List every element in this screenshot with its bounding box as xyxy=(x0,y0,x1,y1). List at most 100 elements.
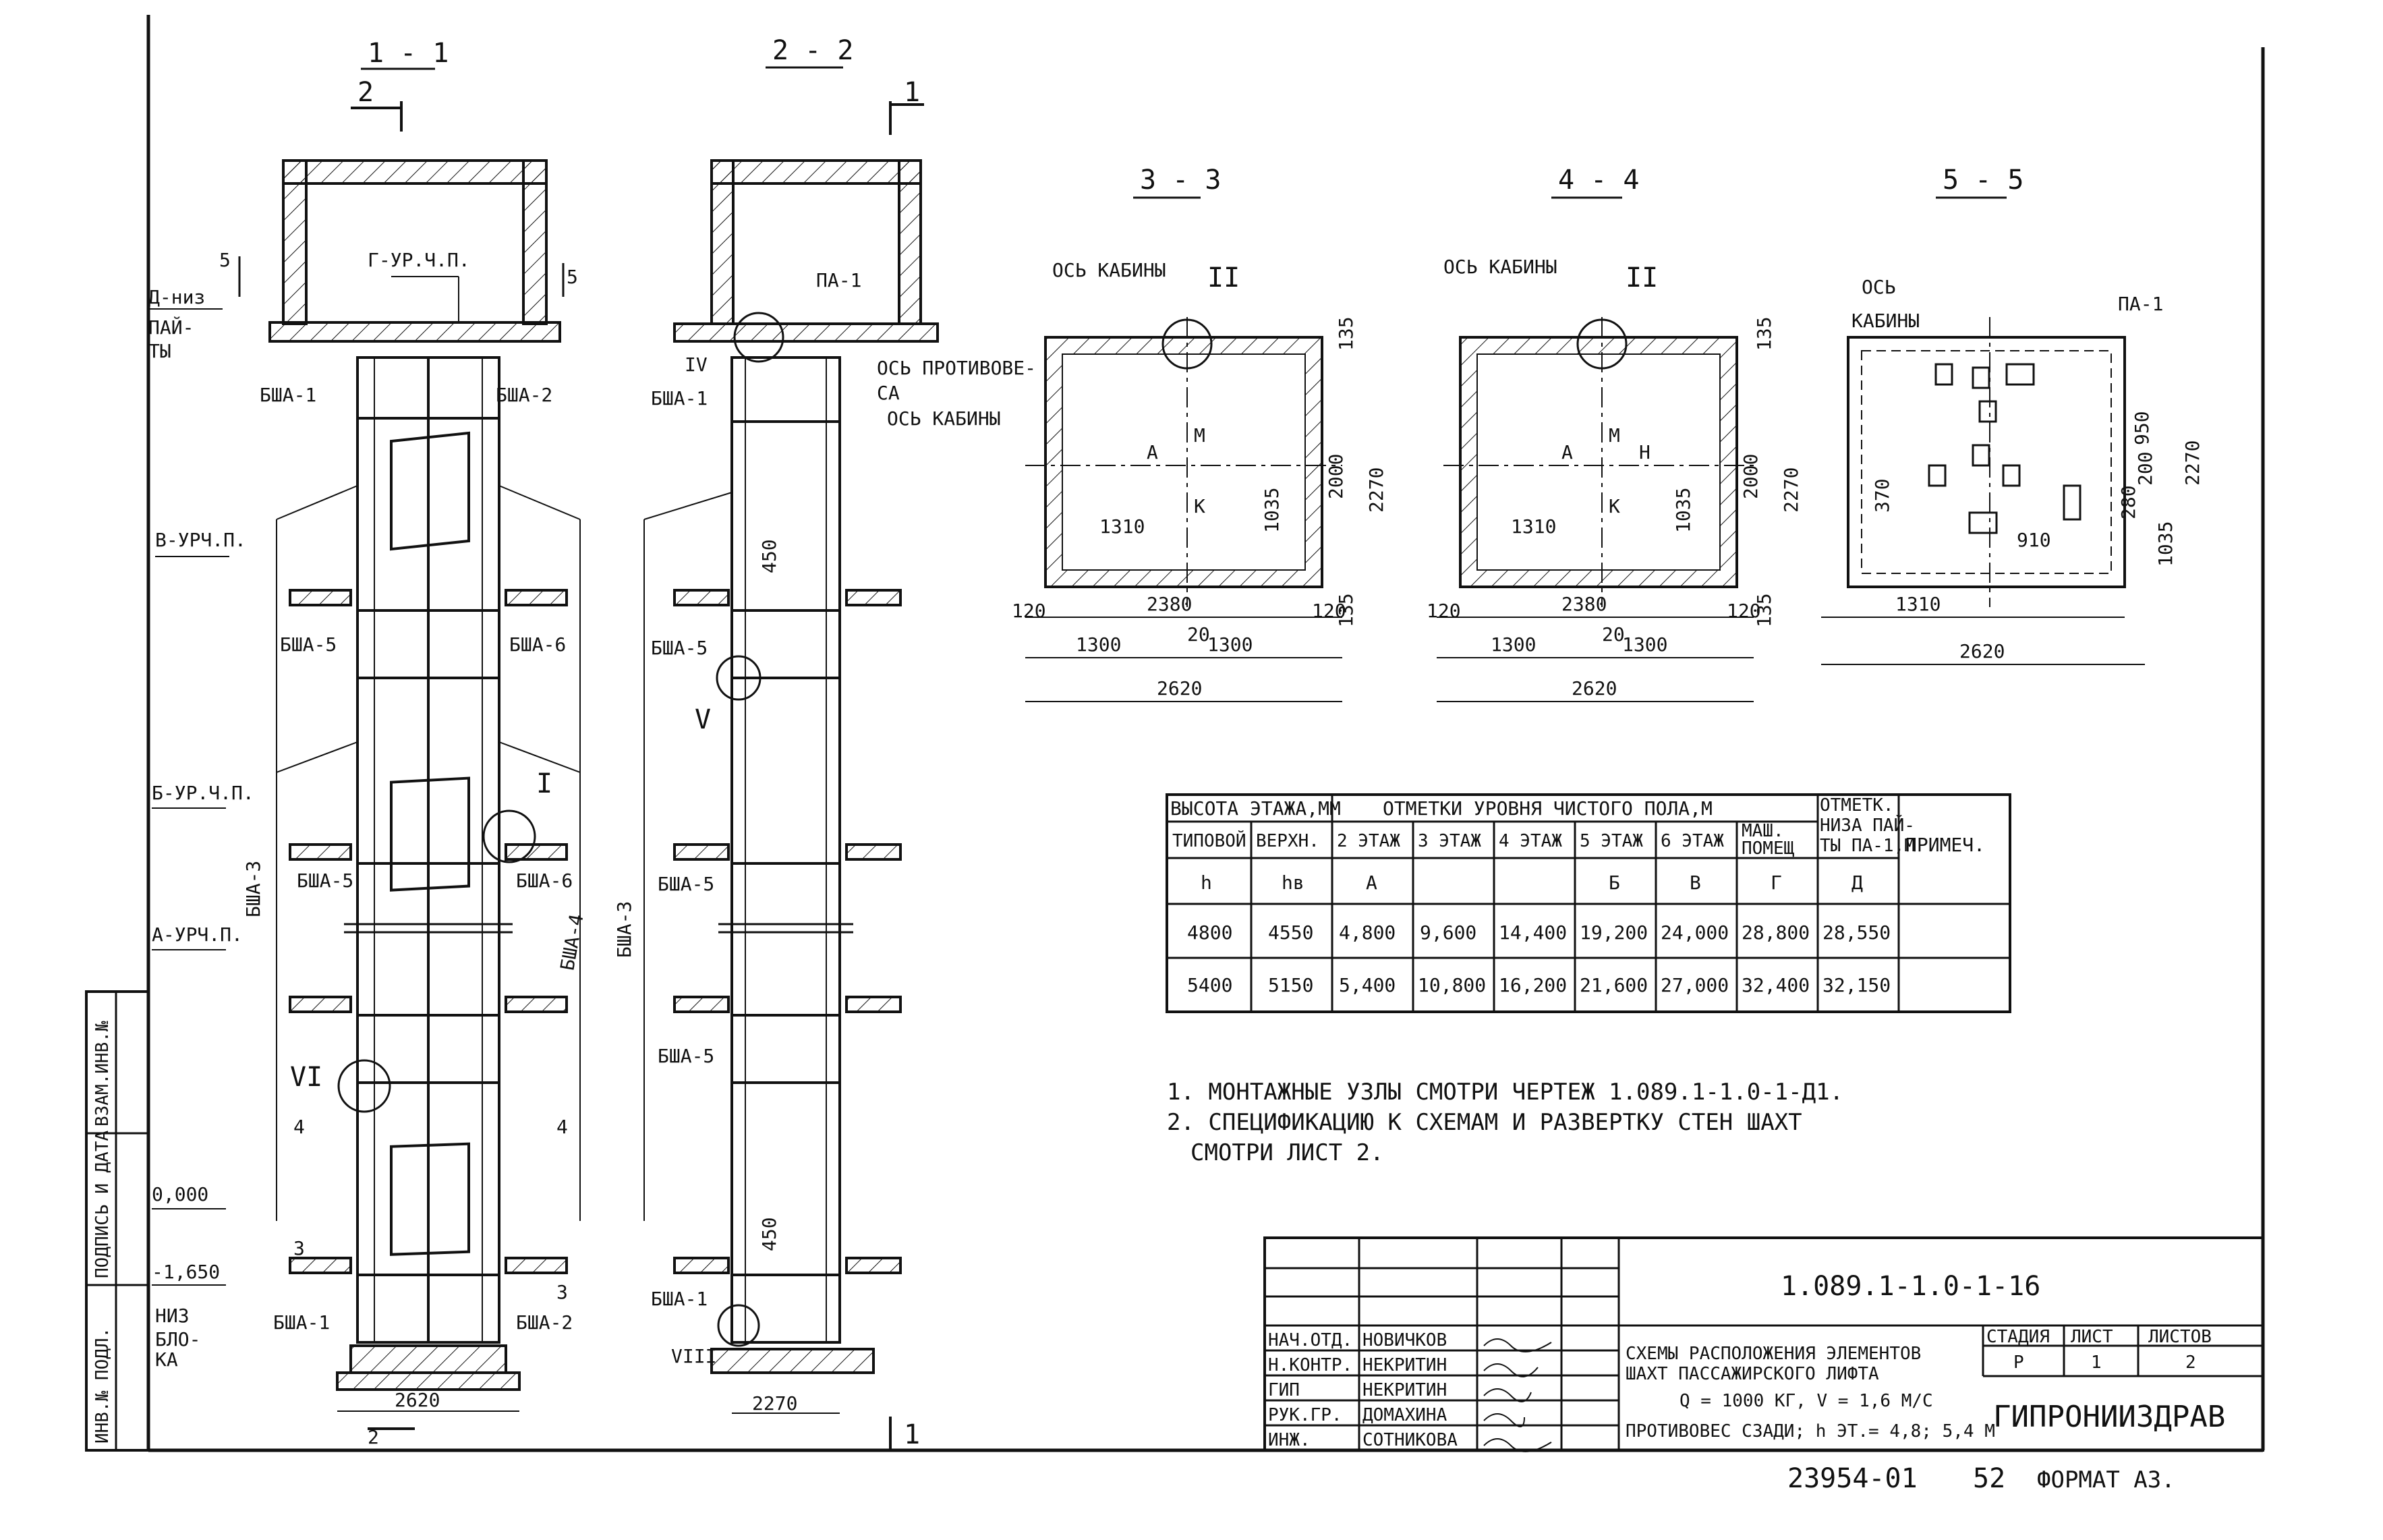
stamp-sheets-head: ЛИСТОВ xyxy=(2148,1327,2212,1347)
label-node-ii: II xyxy=(1626,262,1658,293)
label-bottom-1: НИЗ xyxy=(155,1305,190,1327)
table-sub-floor4: 4 ЭТАЖ xyxy=(1499,831,1562,851)
table-sub-floor2: 2 ЭТАЖ xyxy=(1337,831,1400,851)
cut-mark-2-top: 2 xyxy=(357,77,374,108)
label-a: А xyxy=(1147,441,1158,463)
label-elev-zero: 0,000 xyxy=(152,1183,208,1205)
dim-1310: 1310 xyxy=(1511,515,1556,538)
label-bsha-2b: БША-2 xyxy=(516,1311,573,1334)
footer-archive-number: 23954-01 xyxy=(1787,1463,1918,1494)
svg-text:5150: 5150 xyxy=(1268,974,1313,996)
dim-370: 370 xyxy=(1871,478,1893,513)
section-2-2-title: 2 - 2 xyxy=(772,35,853,66)
label-cabin: КАБИНЫ xyxy=(1851,310,1920,332)
table-sub-floor3: 3 ЭТАЖ xyxy=(1418,831,1481,851)
svg-text:Г: Г xyxy=(1771,872,1782,894)
table-sub-machine-2: ПОМЕЩ xyxy=(1742,838,1795,859)
cut-mark-5-right: 5 xyxy=(567,266,578,288)
section-1-1: 1 - 1 2 Г-УР.Ч.П. 5 5 Д-низ ПАЙ- ТЫ xyxy=(148,38,588,1448)
label-elev-minus: -1,650 xyxy=(152,1261,220,1283)
svg-text:19,200: 19,200 xyxy=(1580,921,1648,944)
stamp-role: РУК.ГР. xyxy=(1268,1405,1342,1425)
label-cabin-axis: ОСЬ КАБИНЫ xyxy=(1052,259,1166,281)
dim-120-right: 120 xyxy=(1727,600,1761,622)
label-v-level: В-УРЧ.П. xyxy=(155,529,246,551)
dim-1300-right: 1300 xyxy=(1207,633,1253,656)
section-3-3: 3 - 3 ОСЬ КАБИНЫ II ОСЬ ПРОТИВОВЕ- СА ОС… xyxy=(877,165,1387,702)
dim-2270: 2270 xyxy=(2181,440,2204,486)
table-head-elevations: ОТМЕТКИ УРОВНЯ ЧИСТОГО ПОЛА,М xyxy=(1383,797,1713,820)
svg-text:21,600: 21,600 xyxy=(1580,974,1648,996)
label-counterweight-axis: ОСЬ ПРОТИВОВЕ- xyxy=(877,357,1036,379)
svg-text:5400: 5400 xyxy=(1187,974,1232,996)
dim-450-bottom: 450 xyxy=(758,1217,780,1251)
notes: 1. МОНТАЖНЫЕ УЗЛЫ СМОТРИ ЧЕРТЕЖ 1.089.1-… xyxy=(1167,1079,1843,1166)
dim-2380: 2380 xyxy=(1147,593,1192,615)
section-5-5-title: 5 - 5 xyxy=(1943,165,2023,196)
machine-room-roof xyxy=(282,159,548,185)
section-2-2: 2 - 2 1 ПА-1 IV xyxy=(613,35,939,1450)
dim-910: 910 xyxy=(2017,529,2051,551)
dim-120-left: 120 xyxy=(1012,600,1046,622)
table-head-height: ВЫСОТА ЭТАЖА,ММ xyxy=(1170,797,1341,820)
label-m: М xyxy=(1609,424,1620,447)
dim-width-2270: 2270 xyxy=(752,1392,797,1415)
label-pa-1: ПА-1 xyxy=(2118,293,2163,315)
dim-135-top: 135 xyxy=(1335,316,1357,351)
svg-text:28,800: 28,800 xyxy=(1742,921,1810,944)
dim-20: 20 xyxy=(1602,623,1625,646)
elevation-table: ВЫСОТА ЭТАЖА,ММ ОТМЕТКИ УРОВНЯ ЧИСТОГО П… xyxy=(1166,793,2011,1013)
dim-135-bottom: 135 xyxy=(1753,593,1775,627)
dim-1310: 1310 xyxy=(1895,593,1941,615)
dim-280: 280 xyxy=(2117,485,2140,519)
sheet-frame xyxy=(146,15,2265,1452)
label-plate-2: ТЫ xyxy=(148,340,171,362)
floor-slabs-1-1 xyxy=(289,589,568,1391)
label-cabin-axis: ОСЬ КАБИНЫ xyxy=(1443,256,1557,278)
section-5-5: 5 - 5 ОСЬ КАБИНЫ ПА-1 950 2270 370 280 2… xyxy=(1821,165,2204,665)
dim-1300-left: 1300 xyxy=(1076,633,1121,656)
table-sub-machine-1: МАШ. xyxy=(1742,821,1784,841)
shaft-2-2 xyxy=(718,356,853,1344)
stamp-stage-head: СТАДИЯ xyxy=(1986,1327,2050,1347)
note-2: 2. СПЕЦИФИКАЦИЮ К СХЕМАМ И РАЗВЕРТКУ СТЕ… xyxy=(1167,1109,1802,1136)
stamp-name: СОТНИКОВА xyxy=(1362,1430,1458,1450)
dim-1035: 1035 xyxy=(1672,488,1694,533)
label-bsha-4: БША-4 xyxy=(556,912,587,972)
label-bsha-1b: БША-1 xyxy=(651,1288,708,1310)
label-bsha-3: БША-3 xyxy=(613,901,635,958)
table-head-plate-2: НИЗА ПАЙ- xyxy=(1820,814,1915,836)
shaft-1-1-outline xyxy=(276,485,581,1221)
stamp-name: НЕКРИТИН xyxy=(1362,1355,1447,1375)
label-b-level: Б-УР.Ч.П. xyxy=(152,782,254,804)
side-stamp-inv: ИНВ.№ ПОДЛ. xyxy=(92,1328,113,1444)
stamp-stage: Р xyxy=(2013,1352,2024,1373)
label-g-level: Г-УР.Ч.П. xyxy=(368,249,470,271)
stamp-name: ДОМАХИНА xyxy=(1362,1405,1447,1425)
footer: 23954-01 52 ФОРМАТ А3. xyxy=(1787,1463,2175,1494)
cut-mark-3-right: 3 xyxy=(556,1281,568,1303)
label-bsha-5c: БША-5 xyxy=(658,1045,714,1067)
svg-text:Д: Д xyxy=(1851,872,1863,894)
label-bsha-5: БША-5 xyxy=(280,633,337,656)
stamp-title-1: СХЕМЫ РАСПОЛОЖЕНИЯ ЭЛЕМЕНТОВ xyxy=(1626,1344,1921,1364)
stamp-name: НЕКРИТИН xyxy=(1362,1380,1447,1400)
stamp-sheets: 2 xyxy=(2185,1352,2196,1373)
table-row: 5400 5150 5,400 10,800 16,200 21,600 27,… xyxy=(1187,974,1891,996)
section-4-4-title: 4 - 4 xyxy=(1558,165,1639,196)
note-3: СМОТРИ ЛИСТ 2. xyxy=(1190,1139,1384,1166)
label-a: А xyxy=(1561,441,1573,463)
label-n: Н xyxy=(1639,441,1650,463)
dim-2000: 2000 xyxy=(1740,454,1762,499)
dim-1035: 1035 xyxy=(2154,521,2177,567)
svg-text:14,400: 14,400 xyxy=(1499,921,1567,944)
svg-text:28,550: 28,550 xyxy=(1822,921,1891,944)
svg-text:27,000: 27,000 xyxy=(1661,974,1729,996)
table-sub-typical: ТИПОВОЙ xyxy=(1172,830,1246,851)
label-a-level: А-УРЧ.П. xyxy=(152,923,243,946)
svg-text:5,400: 5,400 xyxy=(1339,974,1396,996)
table-head-notes: ПРИМЕЧ. xyxy=(1905,834,1985,856)
label-node-iv: IV xyxy=(685,353,708,376)
label-m: М xyxy=(1194,424,1205,447)
